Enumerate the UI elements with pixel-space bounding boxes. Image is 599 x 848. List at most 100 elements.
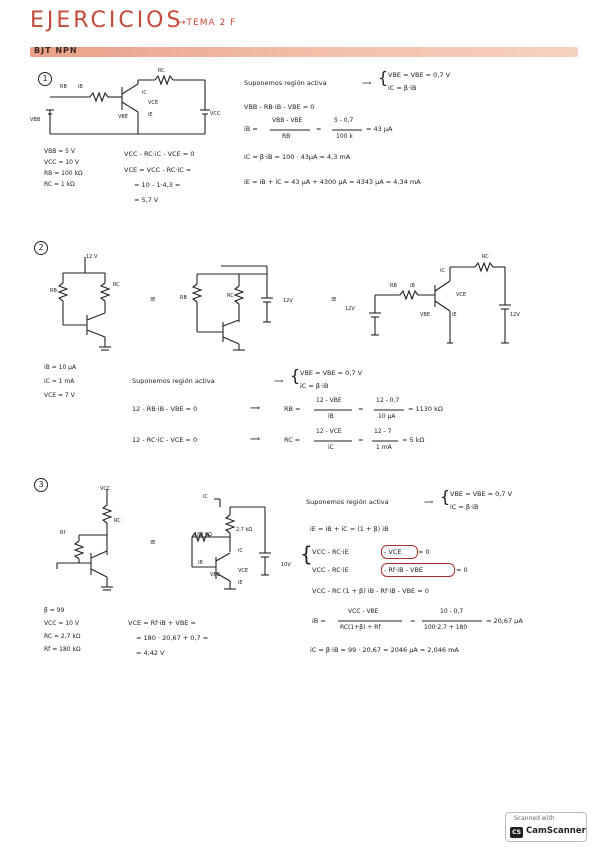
ex2-rb-num: 12 - VBE [316, 397, 342, 404]
ex1-kvl-out-2: = 10 - 1·4,3 = [134, 181, 181, 189]
ex3-ib-lhs: iB = [312, 617, 326, 625]
ex1-ib-lhs: iB = [244, 125, 258, 133]
label-vcc: VCC [210, 111, 221, 117]
ex3-kvl2-c: = 0 [456, 566, 468, 574]
ex2-hyp-cond-0: VBE = VBE = 0,7 V [300, 369, 363, 377]
label-rb-b: RB [180, 295, 187, 301]
ex3-ie-eq: iE = iB + iC = (1 + β) iB [310, 525, 389, 533]
ex2-arrow-1: ⟹ [250, 404, 261, 412]
ex3-kvl1-highlight [381, 545, 418, 559]
label-vbe-c: VBE [420, 312, 431, 318]
label-vce: VCE [148, 100, 159, 106]
label-ib-b: iB [198, 560, 203, 566]
ex1-given-rc: RC = 1 kΩ [44, 181, 75, 188]
label-10v: 10V [281, 562, 291, 568]
ex2-eq-base: 12 - RB·iB - VBE = 0 [132, 405, 198, 413]
label-180k: 180 kΩ [194, 532, 212, 538]
label-ie: iE [148, 112, 153, 118]
ex1-ib-eq: = [316, 125, 322, 133]
ex3-ic: iC = β·iB = 99 · 20,67 = 2046 μA = 2,046… [310, 646, 459, 654]
ex3-ib-result: = 20,67 μA [486, 617, 523, 625]
ex1-hyp-brace: { [378, 68, 389, 87]
ex2-rc-lhs: RC = [284, 436, 301, 444]
ex1-given-vbb: VBB = 5 V [44, 148, 76, 155]
circuit-2c-diagram [369, 261, 511, 344]
ex3-given-beta: β = 99 [44, 607, 65, 614]
circuit-3a-diagram [56, 489, 113, 591]
label-ib: iB [78, 84, 83, 90]
ex3-ib-fraction-bars [338, 620, 482, 622]
label-12v-c: 12V [345, 306, 355, 312]
label-vbe-b: VBE [210, 572, 221, 578]
ex2-rb-lhs: RB = [284, 405, 301, 413]
ex1-given-rb: RB = 100 kΩ [44, 170, 83, 177]
ex3-kvl-brace: { [300, 542, 313, 566]
circuit-2a-diagram [57, 257, 111, 351]
ex1-hyp-cond-1: iC = β·iB [388, 84, 417, 92]
ex1-ib-den2: 100 k [336, 133, 353, 140]
ex3-kvl2-a: VCC - RC·iE [312, 566, 349, 574]
ex2-rc-num2: 12 - 7 [374, 428, 392, 435]
camscanner-name: CamScanner [526, 826, 586, 836]
label-rf-a: Rf [60, 530, 66, 536]
label-rc-c: RC [482, 254, 489, 260]
label-rb: RB [60, 84, 67, 90]
ex1-kvl-out-0: VCC - RC·iC - VCE = 0 [124, 150, 195, 158]
ex2-rc-fraction-bars [314, 440, 398, 442]
ex3-kvl1-b: - VCE [384, 548, 402, 556]
ex2-rc-result: = 5 kΩ [402, 436, 425, 444]
ex1-hypothesis: Suponemos región activa [244, 79, 327, 87]
ex3-ib-eq: = [410, 617, 416, 625]
camscanner-icon: CS [510, 827, 523, 838]
label-ic-b-top: iC [203, 494, 208, 500]
label-vbe: VBE [118, 114, 129, 120]
ex3-ib-num2: 10 - 0,7 [440, 608, 464, 615]
section-label: BJT NPN [34, 46, 78, 55]
page-subtitle: →TEMA 2 F [178, 18, 237, 28]
ex3-kvl3: VCC - RC (1 + β) iB - Rf·iB - VBE = 0 [312, 587, 429, 595]
ex2-rb-fraction-bars [314, 409, 404, 411]
label-ie-c: iE [452, 312, 457, 318]
page-title: EJERCICIOS [30, 8, 184, 33]
ex3-given-vcc: VCC = 10 V [44, 620, 79, 627]
label-12v-d: 12V [510, 312, 520, 318]
label-rb-a: RB [50, 288, 57, 294]
scanned-with-text: Scanned with [514, 815, 555, 822]
ex2-rc-num: 12 - VCE [316, 428, 342, 435]
ex3-hyp-brace: { [440, 487, 451, 506]
ex3-vce-0: VCE = Rf·iB + VBE = [128, 619, 196, 627]
ex3-hyp-cond-0: VBE = VBE = 0,7 V [450, 490, 513, 498]
ex2-given-vce: VCE = 7 V [44, 392, 75, 399]
ex1-ie: iE = iB + iC = 43 μA + 4300 μA = 4343 μA… [244, 178, 421, 186]
ex2-arrow-2: ⟹ [250, 435, 261, 443]
ex3-kvl2-highlight [381, 563, 455, 577]
ex3-given-rf: Rf = 180 kΩ [44, 646, 81, 653]
ex1-kvl-out-1: VCE = VCC - RC·iC = [124, 166, 192, 174]
label-rc-a: RC [114, 518, 121, 524]
ex2-rc-eq: = [358, 436, 364, 444]
ex1-ib-num2: 5 - 0,7 [334, 117, 354, 124]
label-rc-b: RC [227, 293, 234, 299]
camscanner-badge: Scanned with CS CamScanner [505, 812, 587, 842]
ex2-rc-den2: 1 mA [376, 444, 392, 451]
ex2-hyp-cond-1: iC = β·iB [300, 382, 329, 390]
ex3-ib-den: RC(1+β) + Rf [340, 624, 381, 631]
ex2-equiv-1: ≡ [150, 295, 156, 303]
ex3-equiv: ≡ [150, 538, 156, 546]
ex1-given-vcc: VCC = 10 V [44, 159, 79, 166]
ex2-hyp-brace: { [290, 366, 301, 385]
ex2-given-ic: iC = 1 mA [44, 378, 75, 385]
ex2-rb-result: = 1130 kΩ [408, 405, 443, 413]
label-vce-b: VCE [238, 568, 249, 574]
exercise-number-3: 3 [34, 478, 48, 492]
label-ic: iC [142, 90, 147, 96]
ex1-ib-num: VBB - VBE [272, 117, 303, 124]
label-ic-c: iC [440, 268, 445, 274]
ex2-rb-num2: 12 - 0,7 [376, 397, 400, 404]
label-12v-b: 12V [283, 298, 293, 304]
exercise-number-2: 2 [34, 241, 48, 255]
ex3-kvl2-b: - Rf·iB - VBE [384, 566, 424, 574]
ex3-vce-2: = 4,42 V [136, 649, 165, 657]
ex2-given-ib: iB = 10 μA [44, 364, 77, 371]
